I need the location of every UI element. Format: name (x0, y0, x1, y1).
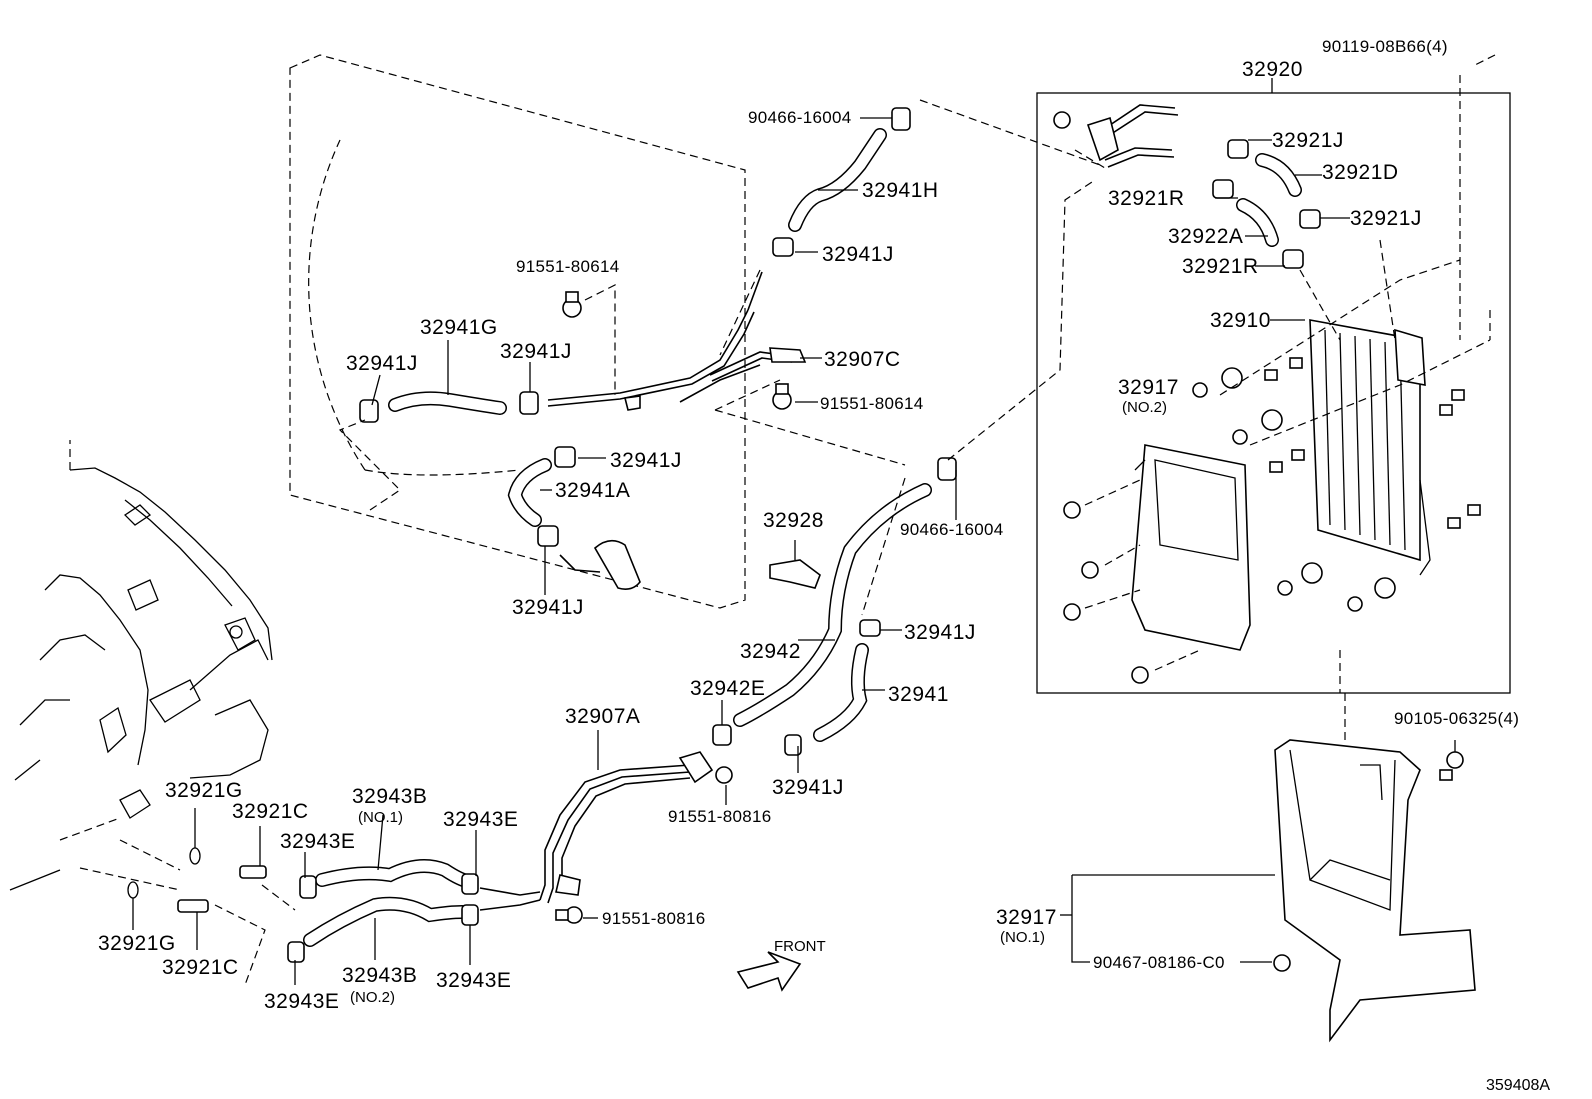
label-91551-80614-a: 91551-80614 (516, 257, 620, 276)
label-32943E-b: 32943E (443, 808, 518, 831)
hose-32941 (784, 619, 881, 756)
label-32941J-d: 32941J (610, 449, 682, 472)
label-32921J-a: 32921J (1272, 129, 1344, 152)
label-32941J-c: 32941J (500, 340, 572, 363)
label-32941J-g: 32941J (772, 776, 844, 799)
label-32921G-b: 32921G (98, 932, 176, 955)
label-32917-no1: 32917 (996, 906, 1057, 929)
diagram-id: 359408A (1486, 1077, 1550, 1094)
label-32943E-d: 32943E (436, 969, 511, 992)
hose-32941H (772, 107, 911, 257)
label-32907A: 32907A (565, 705, 640, 728)
label-32943B-no2: 32943B (342, 964, 417, 987)
label-32941A: 32941A (555, 479, 630, 502)
front-arrow-icon (736, 951, 802, 992)
label-32941J-a: 32941J (822, 243, 894, 266)
cooler-hardware (1063, 259, 1491, 684)
label-32941G: 32941G (420, 316, 498, 339)
label-32941H: 32941H (862, 179, 939, 202)
label-32921J-b: 32921J (1350, 207, 1422, 230)
front-label: FRONT (774, 938, 826, 955)
label-32917-no2: 32917 (1118, 376, 1179, 399)
bracket-32928 (769, 540, 821, 589)
label-91551-80614-b: 91551-80614 (820, 394, 924, 413)
connector-lines (714, 54, 1496, 616)
label-32920: 32920 (1242, 58, 1303, 81)
label-32921C-a: 32921C (232, 800, 309, 823)
hose-32941G (359, 391, 539, 423)
label-32943B-no1: 32943B (352, 785, 427, 808)
label-32921C-b: 32921C (162, 956, 239, 979)
pipe-32907C (547, 271, 807, 411)
bracket-32917-no1 (1273, 693, 1476, 1043)
label-32941: 32941 (888, 683, 949, 706)
label-90466-16004-mid: 90466-16004 (900, 520, 1004, 539)
label-32928: 32928 (763, 509, 824, 532)
label-32921R-b: 32921R (1182, 255, 1259, 278)
label-91551-80816-b: 91551-80816 (602, 909, 706, 928)
label-91551-80816-a: 91551-80816 (668, 807, 772, 826)
hose-32921D (1227, 139, 1321, 229)
label-90467-08186-C0: 90467-08186-C0 (1093, 953, 1225, 972)
label-32943B-no1-sub: (NO.1) (358, 809, 403, 826)
label-32907C: 32907C (824, 348, 901, 371)
label-90105-06325: 90105-06325(4) (1394, 709, 1519, 728)
cooler-core-32910 (1309, 319, 1431, 576)
fittings-left (79, 839, 296, 986)
label-32941J-b: 32941J (346, 352, 418, 375)
label-32941J-e: 32941J (512, 596, 584, 619)
cooler-pipes (1053, 104, 1179, 169)
hose-32922A (1212, 179, 1304, 269)
label-32921D: 32921D (1322, 161, 1399, 184)
label-32941J-f: 32941J (904, 621, 976, 644)
pipe-32907A (539, 724, 733, 904)
cooler-assembly-box (1036, 75, 1511, 694)
label-32942E: 32942E (690, 677, 765, 700)
label-32921G-a: 32921G (165, 779, 243, 802)
label-90466-16004-top: 90466-16004 (748, 108, 852, 127)
labels: 32920 90119-08B66(4) 90466-16004 32941H … (98, 37, 1550, 1094)
hose-32943B-no1 (299, 859, 479, 899)
hose-32943B-no2 (287, 887, 541, 963)
label-32922A: 32922A (1168, 225, 1243, 248)
label-32942: 32942 (740, 640, 801, 663)
bolts-panel (562, 284, 792, 411)
hose-32941A (338, 419, 641, 590)
label-32943B-no2-sub: (NO.2) (350, 989, 395, 1006)
label-32917-no1-sub: (NO.1) (1000, 929, 1045, 946)
label-32921R-a: 32921R (1108, 187, 1185, 210)
label-32917-no2-sub: (NO.2) (1122, 399, 1167, 416)
label-32910: 32910 (1210, 309, 1271, 332)
label-90119-08B66: 90119-08B66(4) (1322, 37, 1448, 56)
transmission-case (9, 440, 273, 891)
label-32943E-a: 32943E (280, 830, 355, 853)
leader-lines (132, 117, 1456, 985)
label-32943E-c: 32943E (264, 990, 339, 1013)
hose-32942 (733, 457, 957, 727)
bolts-80816 (555, 906, 583, 924)
bracket-32917-no2 (1131, 444, 1251, 651)
hose-panel-outline (289, 54, 746, 609)
